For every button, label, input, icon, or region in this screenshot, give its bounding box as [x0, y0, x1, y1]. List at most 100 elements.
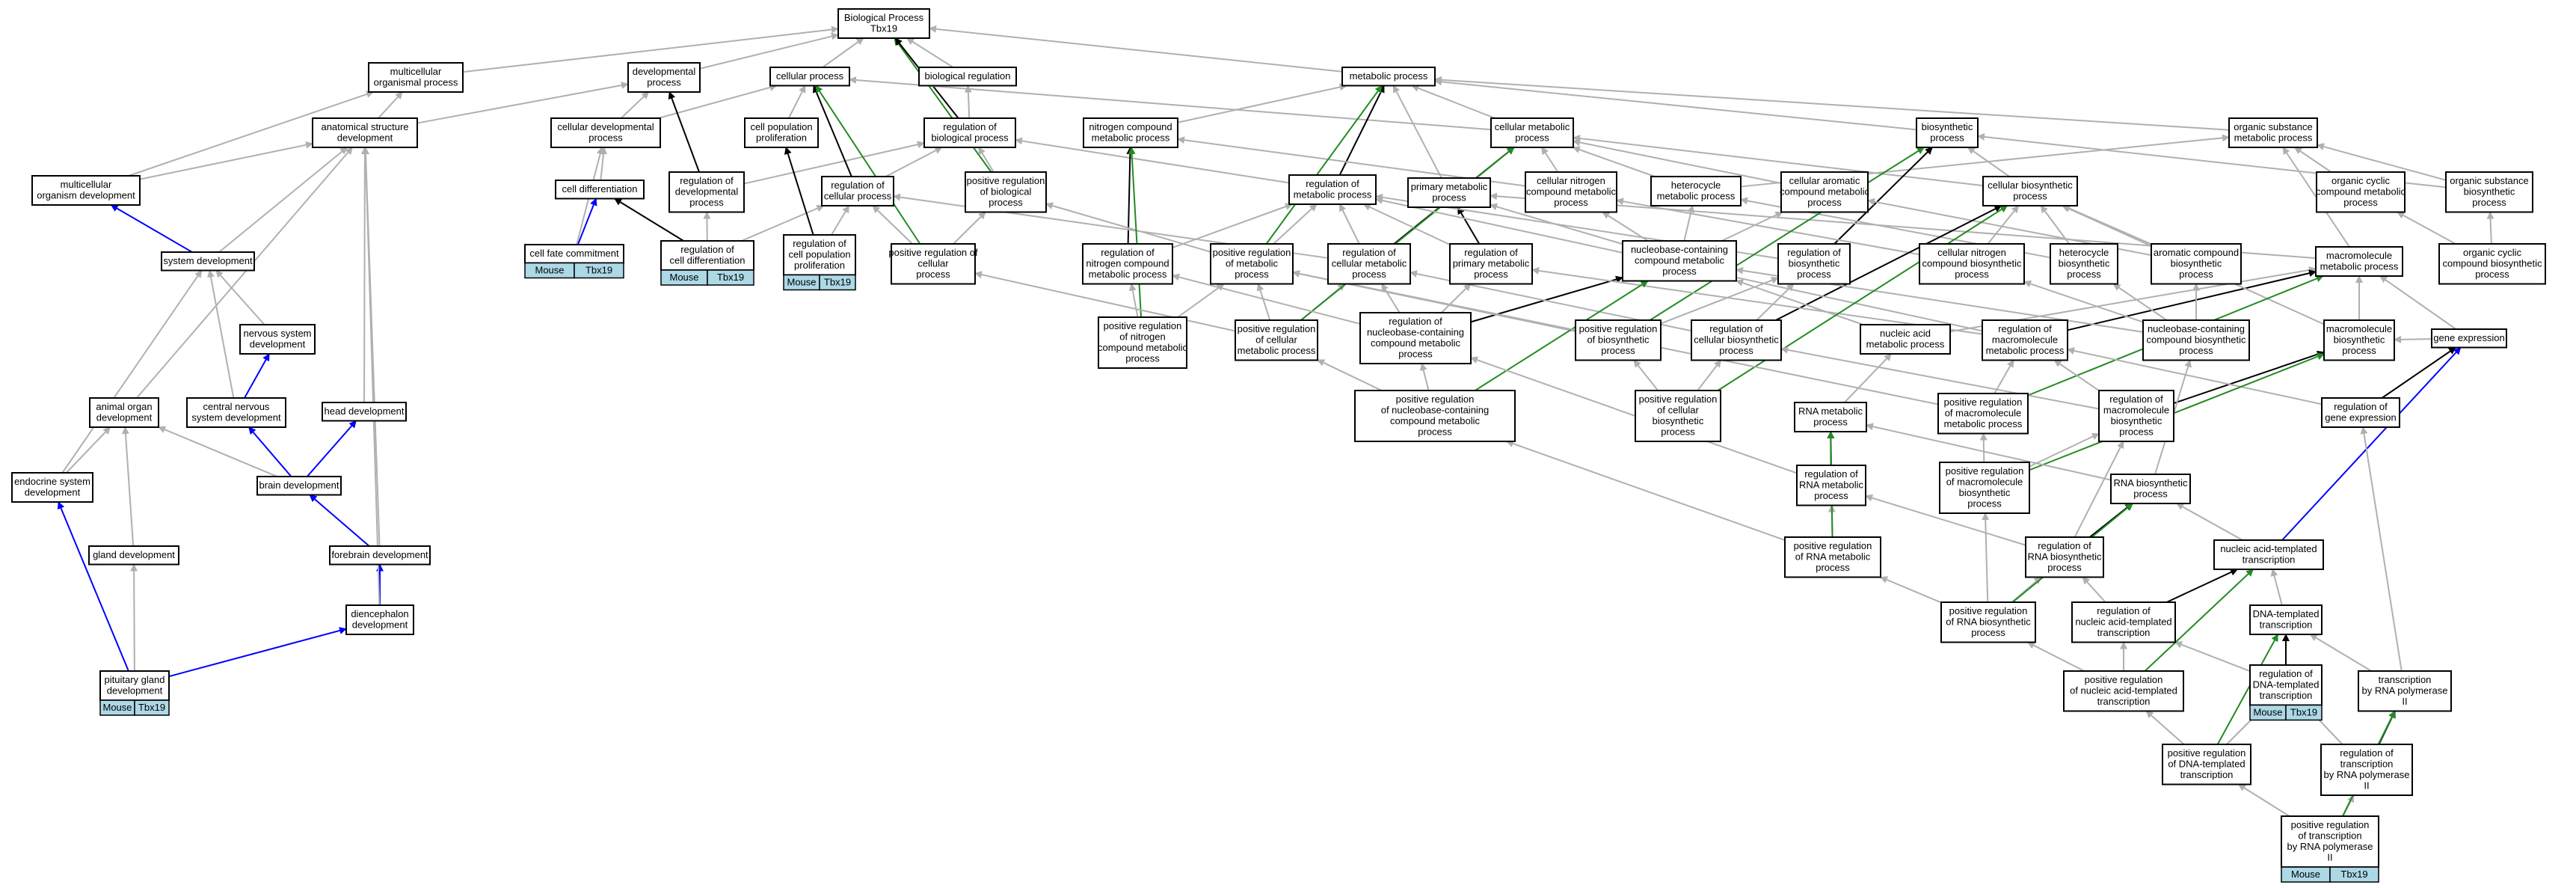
go-term-bd[interactable]: brain development	[256, 476, 342, 496]
term-label-line: process	[1601, 345, 1635, 356]
go-term-rdtt[interactable]: regulation ofDNA-templatedtranscriptionM…	[2249, 664, 2323, 721]
go-term-cp[interactable]: cellular process	[769, 67, 850, 87]
go-term-ge[interactable]: gene expression	[2431, 328, 2507, 349]
term-label-line: process	[1554, 197, 1588, 208]
go-term-hd[interactable]: head development	[322, 402, 407, 422]
go-term-gd[interactable]: gland development	[88, 545, 179, 566]
edge-esd-sd	[61, 269, 203, 474]
go-term-rmbp[interactable]: regulation ofmacromoleculebiosyntheticpr…	[2098, 390, 2174, 442]
edge-positively-regulates	[2144, 569, 2254, 672]
go-term-fd[interactable]: forebrain development	[329, 545, 431, 566]
edge-nbcmp-cncmp	[1602, 211, 1649, 242]
edge-nbcbp-hbp	[2112, 283, 2168, 321]
edge-is-a	[139, 141, 313, 180]
edge-is-a	[207, 269, 235, 399]
go-term-rnbcmp[interactable]: regulation ofnucleobase-containingcompou…	[1359, 312, 1472, 364]
go-term-cd[interactable]: cell differentiation	[555, 180, 645, 200]
go-term-br[interactable]: biological regulation	[918, 67, 1017, 87]
go-term-sd[interactable]: system development	[161, 251, 255, 272]
term-box	[2071, 601, 2176, 643]
edge-is-a	[906, 37, 954, 68]
edge-is-a	[416, 82, 629, 124]
gene-cell	[819, 274, 856, 291]
go-term-mp[interactable]: metabolic process	[1341, 67, 1436, 87]
edge-regulates	[2166, 569, 2238, 603]
term-label-line: system development	[191, 412, 281, 423]
edge-is-a	[1994, 359, 2014, 394]
edge-rnabp-rnamp	[1866, 423, 2112, 481]
